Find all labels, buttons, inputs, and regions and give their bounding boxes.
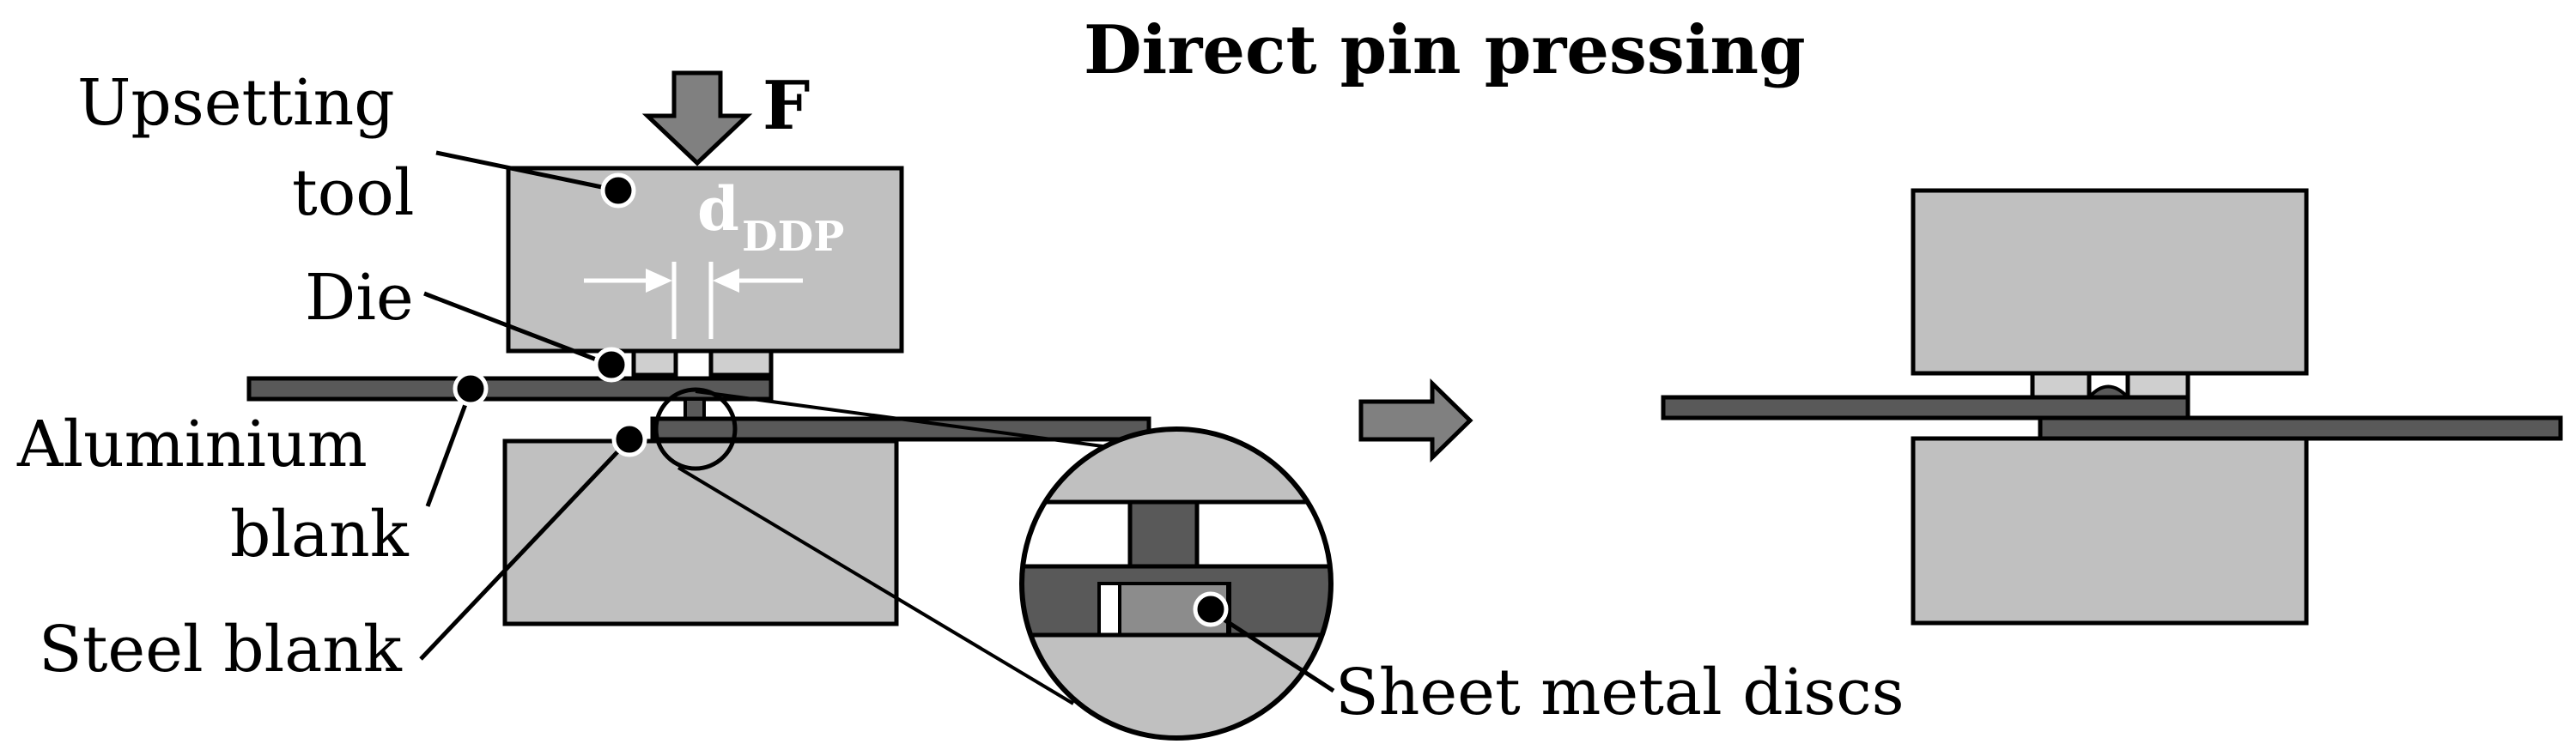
detail-magnified-circle bbox=[1019, 426, 1334, 741]
dimension-subscript: DDP bbox=[742, 213, 844, 261]
label-upsetting-tool-line2: tool bbox=[292, 156, 415, 230]
process-arrow bbox=[1358, 378, 1473, 463]
force-arrow bbox=[641, 70, 753, 166]
label-sheet-metal-discs: Sheet metal discs bbox=[1335, 656, 1905, 729]
detail-marker-circle bbox=[653, 387, 738, 471]
label-die: Die bbox=[305, 261, 414, 335]
setup-after-pressing bbox=[1661, 188, 2563, 626]
force-label: F bbox=[762, 67, 810, 145]
label-upsetting-tool-line1: Upsetting bbox=[77, 66, 395, 140]
label-aluminium-line2: blank bbox=[230, 498, 410, 572]
steel-blank bbox=[650, 416, 1151, 442]
steel-blank-after bbox=[2038, 415, 2563, 441]
lower-tool-after bbox=[1911, 436, 2309, 626]
dimension-label: d bbox=[697, 173, 739, 245]
marker-steel-blank bbox=[611, 421, 647, 457]
die-right-after bbox=[2125, 371, 2190, 400]
marker-die bbox=[593, 347, 629, 383]
diagram-title: Direct pin pressing bbox=[1084, 11, 1806, 89]
label-aluminium-line1: Aluminium bbox=[16, 408, 368, 481]
die-right bbox=[708, 348, 774, 378]
die-left-after bbox=[2030, 371, 2092, 400]
upsetting-tool-after bbox=[1911, 188, 2309, 376]
dimension-d-ddp: d DDP bbox=[584, 173, 844, 339]
die-left bbox=[631, 348, 678, 378]
marker-sheet-metal-discs bbox=[1193, 591, 1229, 627]
upsetting-tool bbox=[506, 166, 904, 354]
magnified-detail bbox=[1019, 426, 1334, 741]
marker-aluminium-blank bbox=[453, 371, 489, 407]
setup-before-pressing: F d DDP bbox=[246, 67, 1154, 705]
aluminium-blank bbox=[246, 376, 774, 402]
label-steel-blank: Steel blank bbox=[39, 613, 403, 686]
aluminium-blank-after bbox=[1661, 395, 2190, 420]
marker-upsetting-tool bbox=[600, 172, 636, 209]
labels: Upsetting tool Die Aluminium blank Steel… bbox=[16, 66, 1905, 729]
lower-tool bbox=[502, 439, 899, 626]
